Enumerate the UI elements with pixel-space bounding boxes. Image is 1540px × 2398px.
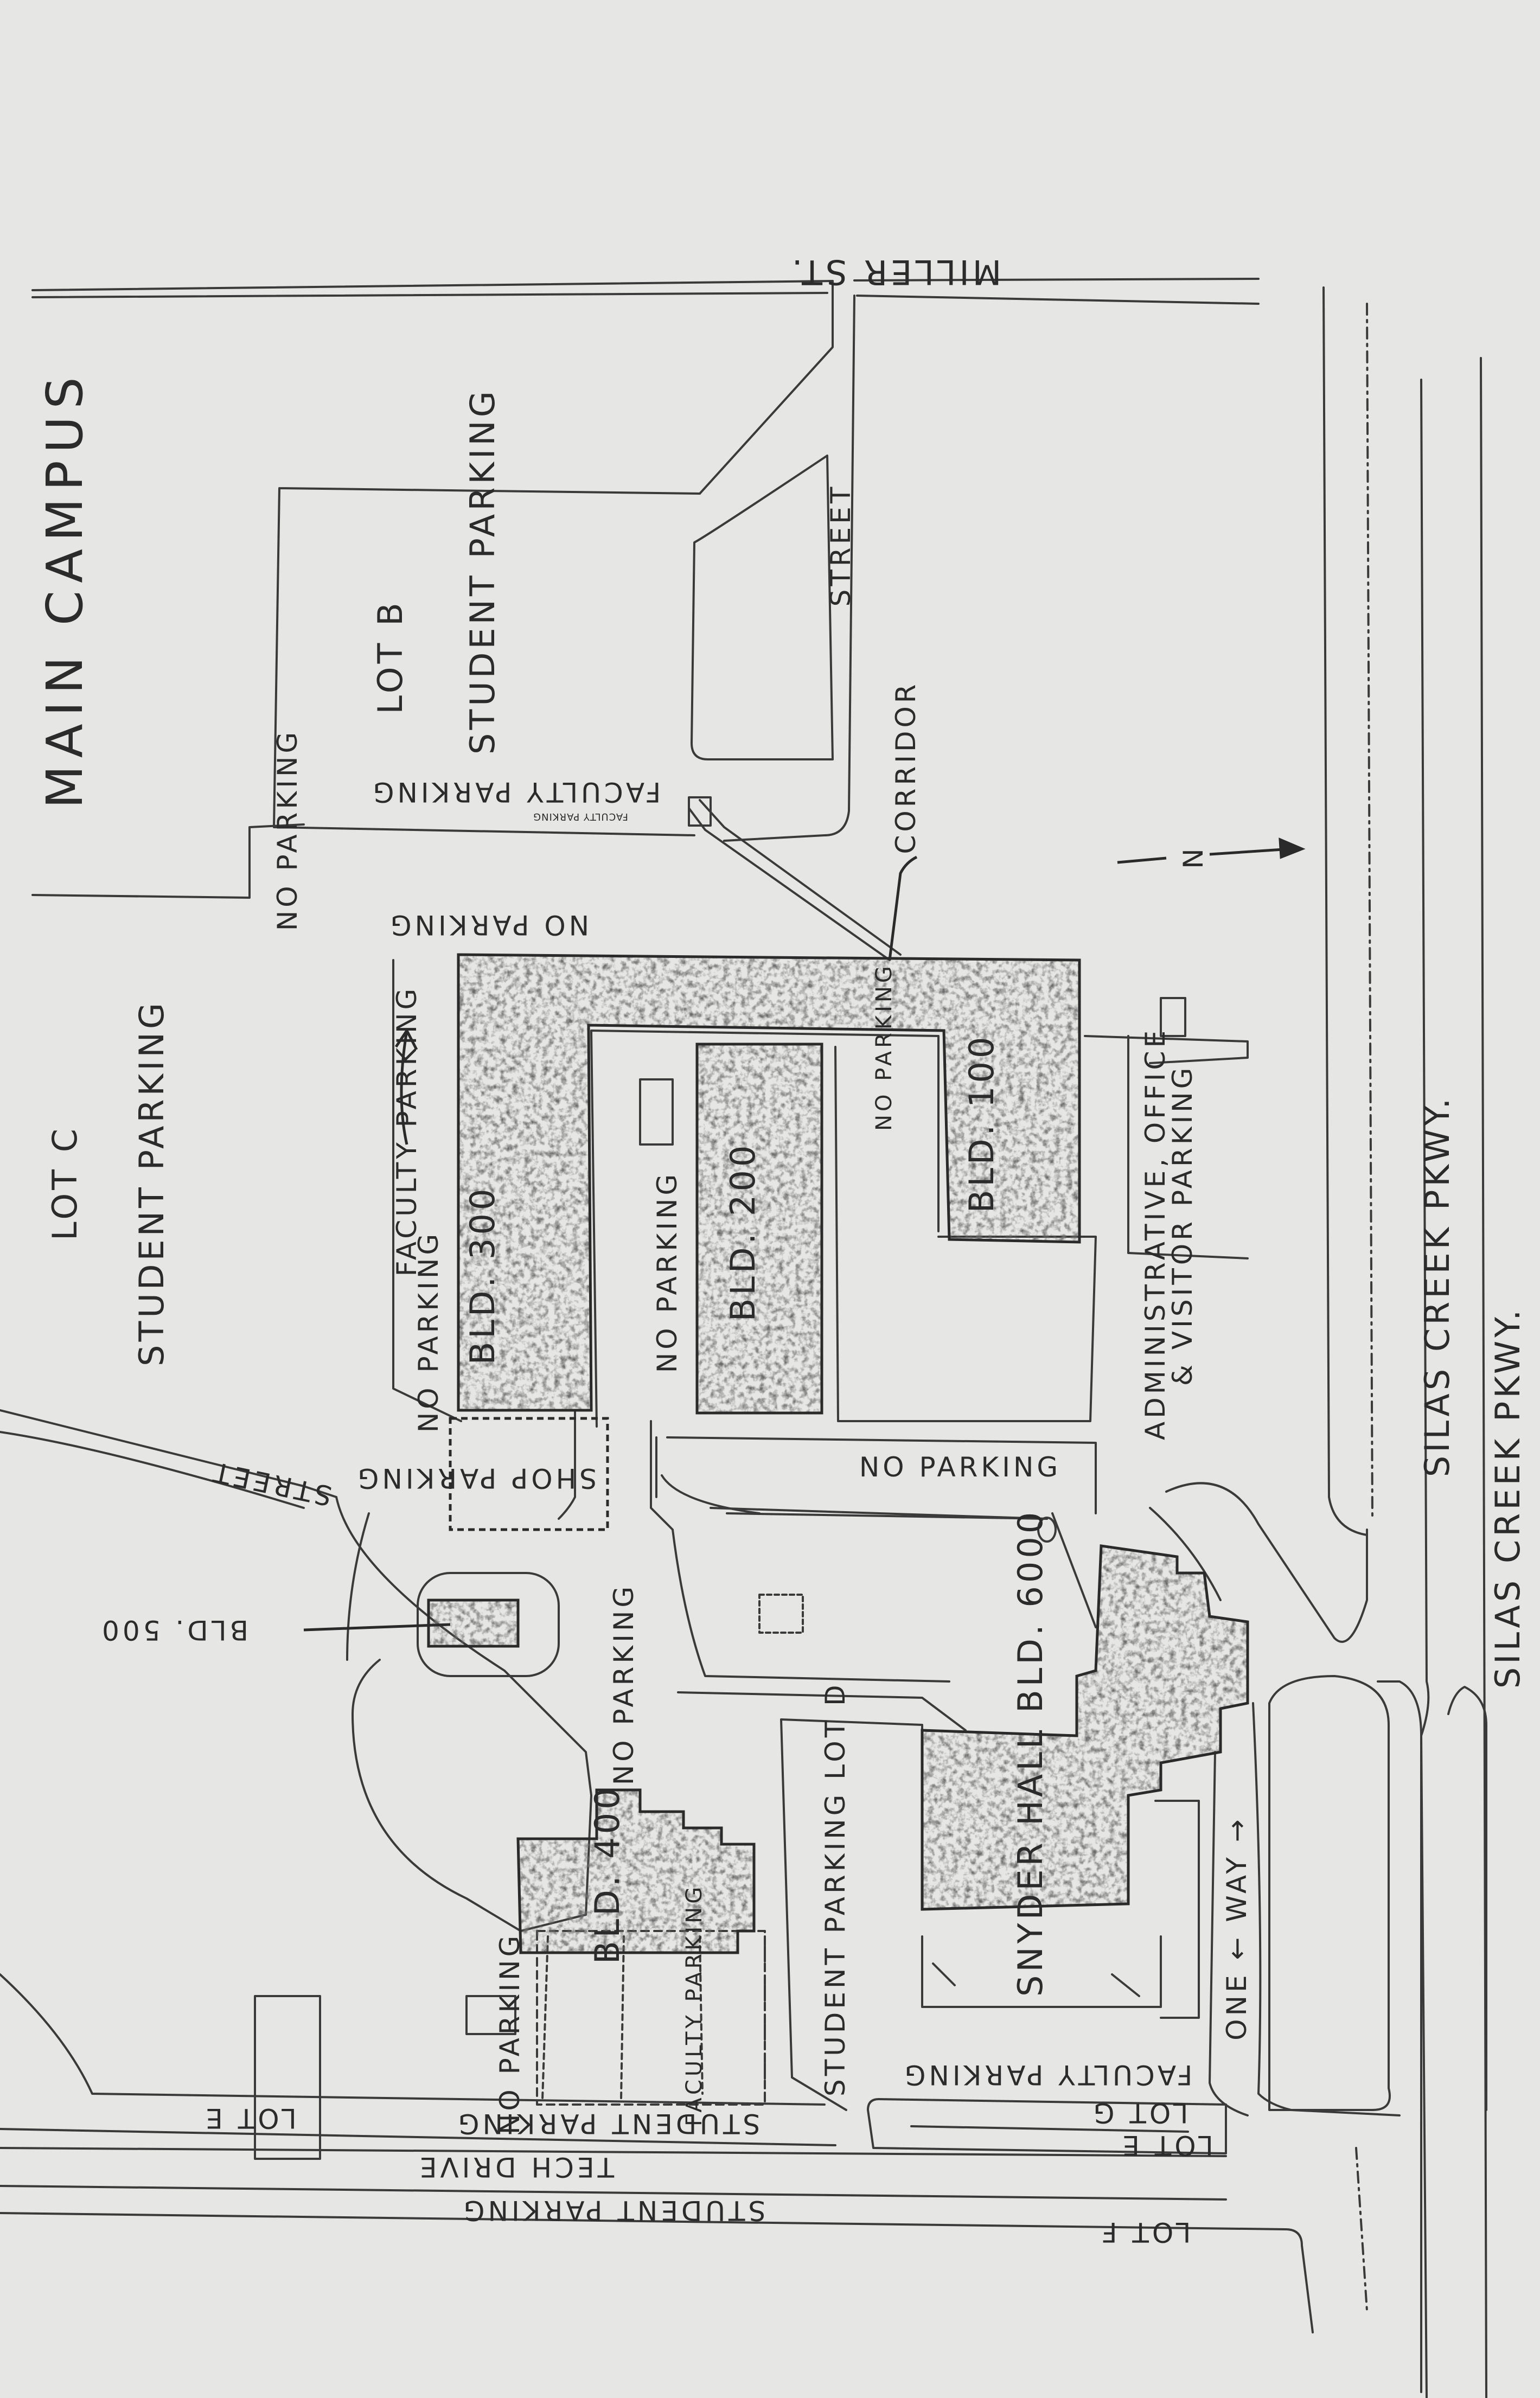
bld-400-shape <box>518 1790 754 1953</box>
bld-300-shape <box>458 955 1079 1410</box>
lot-d-label: STUDENT PARKING LOT D <box>820 1681 851 2096</box>
faculty-lane <box>392 959 462 1422</box>
west-street <box>0 1409 337 1509</box>
bld-100-label: BLD. 100 <box>962 1033 1001 1213</box>
no-parking-300-top: NO PARKING <box>387 909 590 941</box>
lot-f-line <box>0 2212 1314 2333</box>
courtyard-small-box <box>639 1078 674 1146</box>
corridor-label: CORRIDOR <box>890 681 922 854</box>
lot-c-student-label: STUDENT PARKING <box>132 1000 171 1366</box>
parkway-median <box>1268 1675 1391 2111</box>
no-parking-center: NO PARKING <box>859 1451 1062 1483</box>
miller-street-line-1 <box>31 278 1260 291</box>
lot-e-line-1 <box>0 1973 826 2106</box>
snyder-hall-shape <box>922 1546 1248 1909</box>
silas-creek-label-1: SILAS CREEK PKWY. <box>1417 1095 1457 1478</box>
snyder-hall-outline <box>921 1544 1249 1911</box>
silas-creek-label-2: SILAS CREEK PKWY. <box>1488 1306 1528 1689</box>
faculty-400-stalls <box>541 1935 766 2100</box>
admin-lot-outline <box>1084 1035 1249 1259</box>
one-way-label: ONE ← WAY → <box>1221 1816 1253 2041</box>
snyder-side-lot <box>921 1935 1162 2008</box>
lot-d-outline <box>780 1718 923 2111</box>
bld-200-shape <box>697 1044 822 1413</box>
faculty-arrow <box>394 1029 418 1145</box>
bld-300-outline <box>457 953 1081 1412</box>
west-rect-1 <box>254 1995 321 2160</box>
tech-drive-label: TECH DRIVE <box>416 2151 615 2183</box>
silas-pkwy-line-4 <box>1447 1686 1487 2111</box>
lot-e-student-label: STUDENT PARKING <box>455 2108 761 2139</box>
lot-e-south-label: LOT E <box>1119 2130 1213 2161</box>
no-parking-area <box>655 1436 1097 1520</box>
no-parking-400: NO PARKING <box>608 1583 640 1786</box>
campus-edge-south <box>1355 2147 1368 2312</box>
one-way-lane <box>1209 1702 1401 2116</box>
no-parking-end <box>1037 1517 1057 1543</box>
tech-drive-line-3 <box>0 2185 1227 2201</box>
tech-drive-line-2 <box>0 2147 1227 2157</box>
admin-parking-label-2: & VISITOR PARKING <box>1167 1064 1198 1386</box>
no-parking-courtyard: NO PARKING <box>651 1171 683 1373</box>
bld-400-outline <box>516 1788 756 1954</box>
lot-f-student-label: STUDENT PARKING <box>460 2195 766 2226</box>
faculty-parking-400: FACULTY PARKING <box>682 1883 707 2126</box>
bld-300-label: BLD. 300 <box>463 1185 502 1365</box>
bld-500-pointer <box>303 1623 451 1632</box>
west-rect-2 <box>465 1995 516 2035</box>
inner-road <box>558 1409 950 1683</box>
north-street-label: STREET <box>825 483 857 607</box>
faculty-parking-lot-b: FACULTY PARKING <box>369 776 661 808</box>
snyder-hall-label: SNYDER HALL BLD. 6000 <box>1011 1508 1050 1997</box>
no-parking-300-left: NO PARKING <box>413 1230 444 1433</box>
center-dashed-box <box>758 1594 804 1634</box>
lot-e-south-line <box>910 2125 1189 2133</box>
admin-gate <box>1160 997 1186 1037</box>
street-median <box>691 455 834 760</box>
lot-f-label: LOT F <box>1098 2216 1191 2248</box>
faculty-parking-small: FACULTY PARKING <box>533 811 628 822</box>
north-arrow-head <box>1279 837 1306 859</box>
miller-street-label: MILLER ST. <box>788 252 1002 292</box>
loop-road <box>335 1496 592 1932</box>
north-street <box>699 280 855 842</box>
corridor-box <box>688 796 712 827</box>
north-label: N <box>1178 845 1209 869</box>
bld-400-lot <box>536 1930 766 2106</box>
bld-500-outline <box>427 1598 520 1648</box>
lot-b-label: LOT B <box>370 599 410 714</box>
silas-pkwy-line-5 <box>1377 1680 1422 2393</box>
campus-edge-east <box>1366 303 1373 1520</box>
bld-500-shape <box>429 1600 518 1646</box>
admin-drive <box>1149 1482 1368 1643</box>
admin-parking-label: ADMINISTRATIVE, OFFICE <box>1140 1027 1171 1440</box>
bld-500-label: BLD. 500 <box>99 1614 248 1646</box>
shop-parking-label: SHOP PARKING <box>354 1462 597 1494</box>
corridor-pointer <box>888 855 918 961</box>
lot-g-faculty-label: FACULTY PARKING <box>901 2059 1193 2090</box>
lot-e-west-label: LOT E <box>202 2102 297 2134</box>
no-parking-faculty-lot: NO PARKING <box>872 963 897 1131</box>
snyder-east-lot <box>1154 1800 1200 2019</box>
bld-200-label: BLD. 200 <box>723 1142 763 1322</box>
no-parking-lot-b: NO PARKING <box>272 728 303 931</box>
main-campus-label: MAIN CAMPUS <box>36 369 94 809</box>
lot-g-label: LOT G <box>1090 2097 1188 2128</box>
corridor-path <box>688 799 902 961</box>
lot-g-outline <box>867 2098 1227 2154</box>
shop-parking-box <box>449 1417 609 1531</box>
lot-b-student-label: STUDENT PARKING <box>463 388 502 754</box>
lot-c-label: LOT C <box>45 1126 85 1241</box>
lot-b-outline <box>273 487 701 836</box>
tech-drive-line-1 <box>0 2128 836 2146</box>
miller-street-line-2 <box>31 292 1260 305</box>
north-arrow-line <box>1117 847 1292 864</box>
bld-200-outline <box>695 1043 823 1415</box>
silas-pkwy-line-1 <box>1322 286 1368 1536</box>
lot-c-top-border <box>31 823 305 899</box>
bld-400-label: BLD. 400 <box>587 1785 627 1964</box>
